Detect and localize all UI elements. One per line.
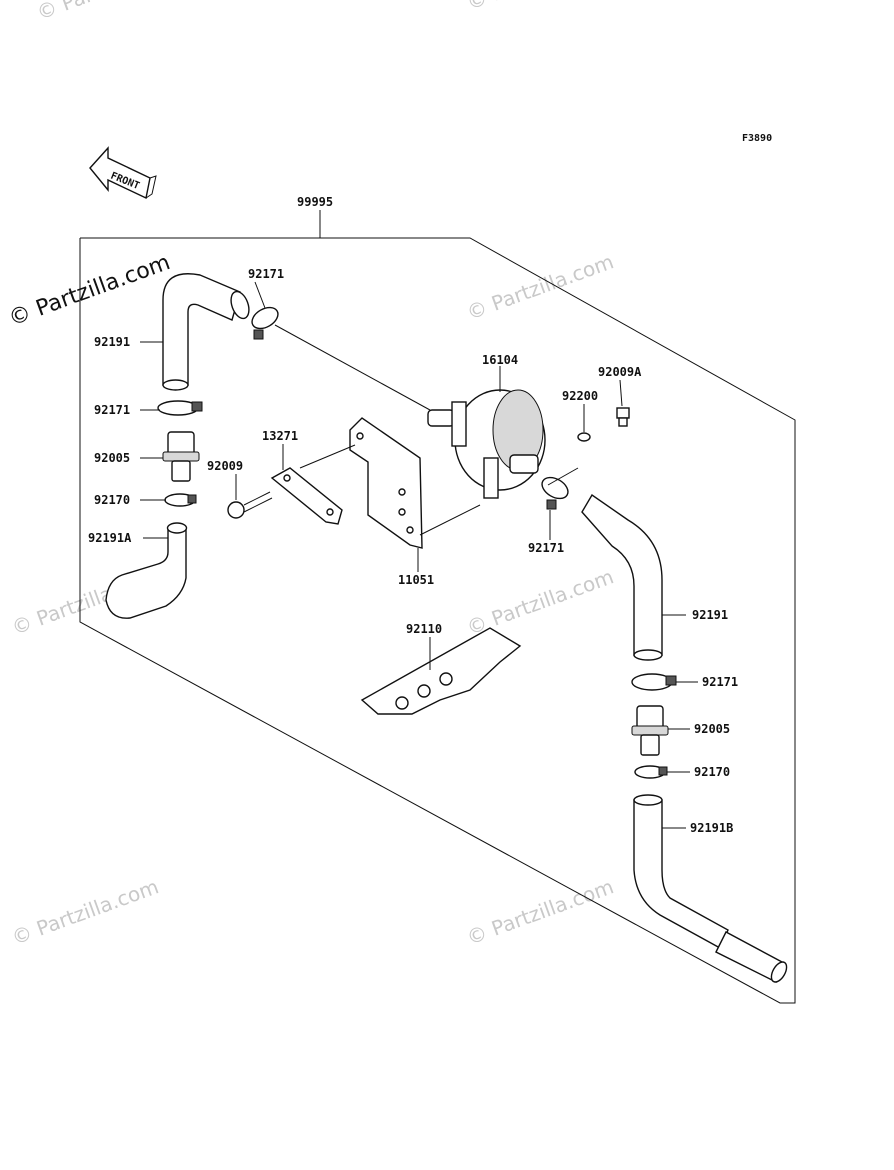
clamp-92171-right [631, 673, 677, 691]
callout-92005: 92005 [94, 451, 130, 465]
plate-92110 [360, 627, 522, 715]
watermark-faint: © Partzilla.com [464, 249, 617, 324]
front-arrow-icon: FRONT [89, 146, 157, 200]
reference-code: F3890 [742, 133, 772, 144]
screw-92009A [616, 407, 630, 427]
callout-92200: 92200 [562, 389, 598, 403]
callout-11051: 11051 [398, 573, 434, 587]
callout-13271: 13271 [262, 429, 298, 443]
plate-13271 [270, 467, 343, 525]
washer-92200 [577, 432, 591, 442]
clamp-92170-left [164, 493, 197, 507]
callout-92191: 92191 [94, 335, 130, 349]
callout-92009A: 92009A [598, 365, 642, 379]
joint-92005-right [631, 705, 669, 756]
callout-92170: 92170 [694, 765, 730, 779]
watermark-faint: © Partzilla.com [464, 564, 617, 639]
callout-92110: 92110 [406, 622, 442, 636]
callout-92171: 92171 [528, 541, 564, 555]
watermark-faint: © Partzilla.com [464, 0, 617, 15]
kit-outline [79, 237, 796, 1004]
callout-92005: 92005 [694, 722, 730, 736]
hose-92191-right [581, 493, 663, 661]
hose-92191-upper [162, 273, 250, 391]
callout-99995: 99995 [297, 195, 333, 209]
clamp-92170-right [634, 765, 668, 779]
bolt-92009 [227, 491, 273, 519]
callout-92170: 92170 [94, 493, 130, 507]
callout-92191A: 92191A [88, 531, 132, 545]
callout-92171: 92171 [94, 403, 130, 417]
filter-16104 [427, 389, 546, 499]
watermark-main: © Partzilla.com [6, 250, 174, 332]
callout-92171: 92171 [702, 675, 738, 689]
watermark-faint: © Partzilla.com [9, 874, 162, 949]
watermark-faint: © Partzilla.com [464, 874, 617, 949]
callout-16104: 16104 [482, 353, 518, 367]
joint-92005-left [162, 431, 200, 482]
bracket-11051 [349, 417, 423, 549]
callout-92009: 92009 [207, 459, 243, 473]
clamp-92171-upper [251, 306, 279, 340]
hose-92191A [105, 522, 188, 619]
callout-92191: 92191 [692, 608, 728, 622]
watermark-faint: © Partzilla.com [34, 0, 187, 25]
clamp-92171-mid [541, 476, 569, 510]
callout-92191B: 92191B [690, 821, 733, 835]
clamp-92171-left [157, 400, 203, 416]
callout-92171: 92171 [248, 267, 284, 281]
hose-92191B [633, 794, 788, 983]
leader-lines [140, 281, 698, 829]
